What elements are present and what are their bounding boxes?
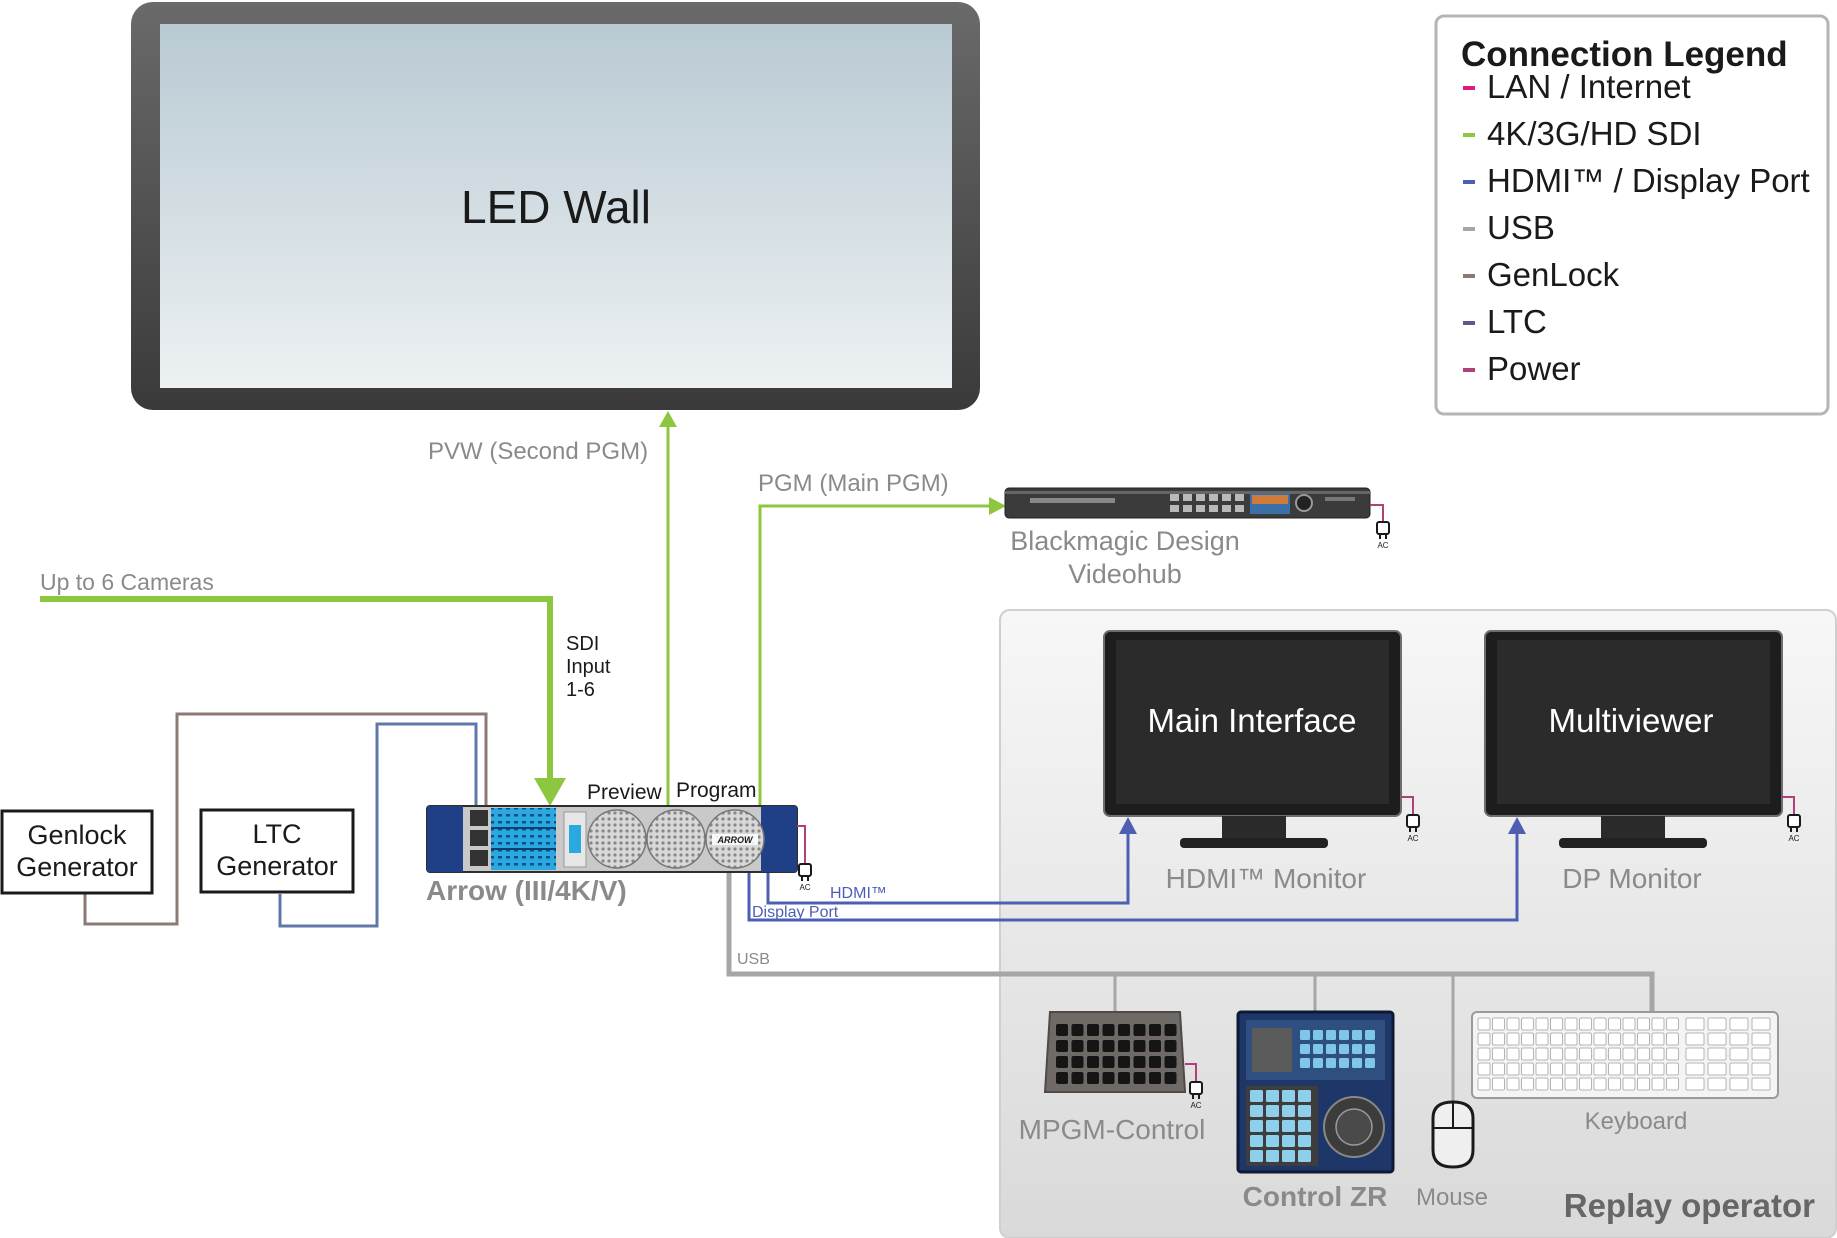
power-plug-icon: AC [1185,1063,1203,1110]
power-plug-label: AC [799,883,810,892]
ltc-line [278,722,478,928]
displayport-arrowhead [1508,817,1526,834]
keyboard-device [1471,1011,1779,1099]
arrow-program-label: Program [676,779,757,802]
legend-title: Connection Legend [1461,35,1788,74]
legend-item-label: LTC [1487,303,1547,340]
sdi-camera-line [40,596,553,780]
genlock-line [83,712,488,926]
genlock-label-line1: Genlock [27,820,127,850]
power-plug-icon: AC [797,825,812,892]
monitor-multiviewer-screen-label: Multiviewer [1548,702,1713,739]
hdmi-line [766,832,1130,905]
sdi-label-line3: 1-6 [566,679,595,701]
pgm-label: PGM (Main PGM) [758,470,949,497]
pgm-line [758,504,993,808]
ltc-label-line2: Generator [216,851,338,881]
pvw-arrowhead [659,411,677,427]
monitor-multiviewer: Multiviewer [1484,630,1783,848]
power-plug-icon: AC [1370,504,1390,550]
monitor-main-interface: Main Interface [1103,630,1402,848]
mouse-device [1431,1100,1475,1169]
legend-swatch-2 [1463,180,1475,184]
connection-legend: Connection Legend LAN / Internet 4K/3G/HD… [1434,14,1830,416]
monitor-dp-caption: DP Monitor [1562,863,1702,894]
legend-item-label: LAN / Internet [1487,68,1691,105]
sdi-input-arrowhead [534,778,566,806]
usb-line [726,872,1655,1012]
legend-item-label: GenLock [1487,256,1620,293]
replay-operator-label: Replay operator [1564,1187,1815,1224]
legend-swatch-6 [1463,368,1475,372]
power-plug-label: AC [1788,834,1799,843]
led-wall-label: LED Wall [461,181,651,233]
power-plug-icon: AC [1401,796,1420,843]
monitor-main-screen-label: Main Interface [1147,702,1356,739]
mpgm-label: MPGM-Control [1019,1114,1206,1145]
keyboard-label: Keyboard [1585,1108,1688,1135]
pgm-arrowhead [989,497,1006,515]
legend-item-label: Power [1487,350,1581,387]
power-plug-label: AC [1190,1101,1201,1110]
arrow-badge: ARROW [717,835,754,845]
hdmi-label: HDMI™ [830,885,887,902]
displayport-line [747,832,1519,922]
videohub-label-line2: Videohub [1068,559,1182,589]
displayport-label: Display Port [752,904,839,921]
hdmi-arrowhead [1119,817,1137,834]
legend-item-label: USB [1487,209,1555,246]
power-plug-label: AC [1377,541,1388,550]
mpgm-control-device [1043,1011,1187,1093]
monitor-main-caption: HDMI™ Monitor [1166,863,1367,894]
pvw-label: PVW (Second PGM) [428,438,648,465]
legend-item-label: 4K/3G/HD SDI [1487,115,1702,152]
videohub-label-line1: Blackmagic Design [1010,526,1240,556]
cameras-label: Up to 6 Cameras [40,569,214,595]
legend-swatch-3 [1463,227,1475,231]
usb-label: USB [737,951,770,968]
control-zr-label: Control ZR [1243,1181,1388,1212]
power-plug-icon: AC [1782,796,1801,843]
genlock-label-line2: Generator [16,852,138,882]
power-plug-label: AC [1407,834,1418,843]
genlock-generator-box [0,809,154,895]
mouse-label: Mouse [1416,1184,1488,1211]
legend-swatch-5 [1463,321,1475,325]
videohub-device [1004,487,1371,519]
legend-swatch-4 [1463,274,1475,278]
legend-swatch-0 [1463,86,1475,90]
arrow-name-label: Arrow (III/4K/V) [426,875,627,906]
led-wall: LED Wall [131,2,980,410]
ltc-generator-box [199,808,355,894]
arrow-preview-label: Preview [587,781,663,804]
sdi-label-line1: SDI [566,633,599,655]
ltc-label-line1: LTC [252,819,301,849]
arrow-server: ARROW [426,805,798,873]
legend-item-label: HDMI™ / Display Port [1487,162,1810,199]
legend-swatch-1 [1463,133,1475,137]
sdi-label-line2: Input [566,656,611,678]
control-zr-device [1236,1010,1395,1174]
